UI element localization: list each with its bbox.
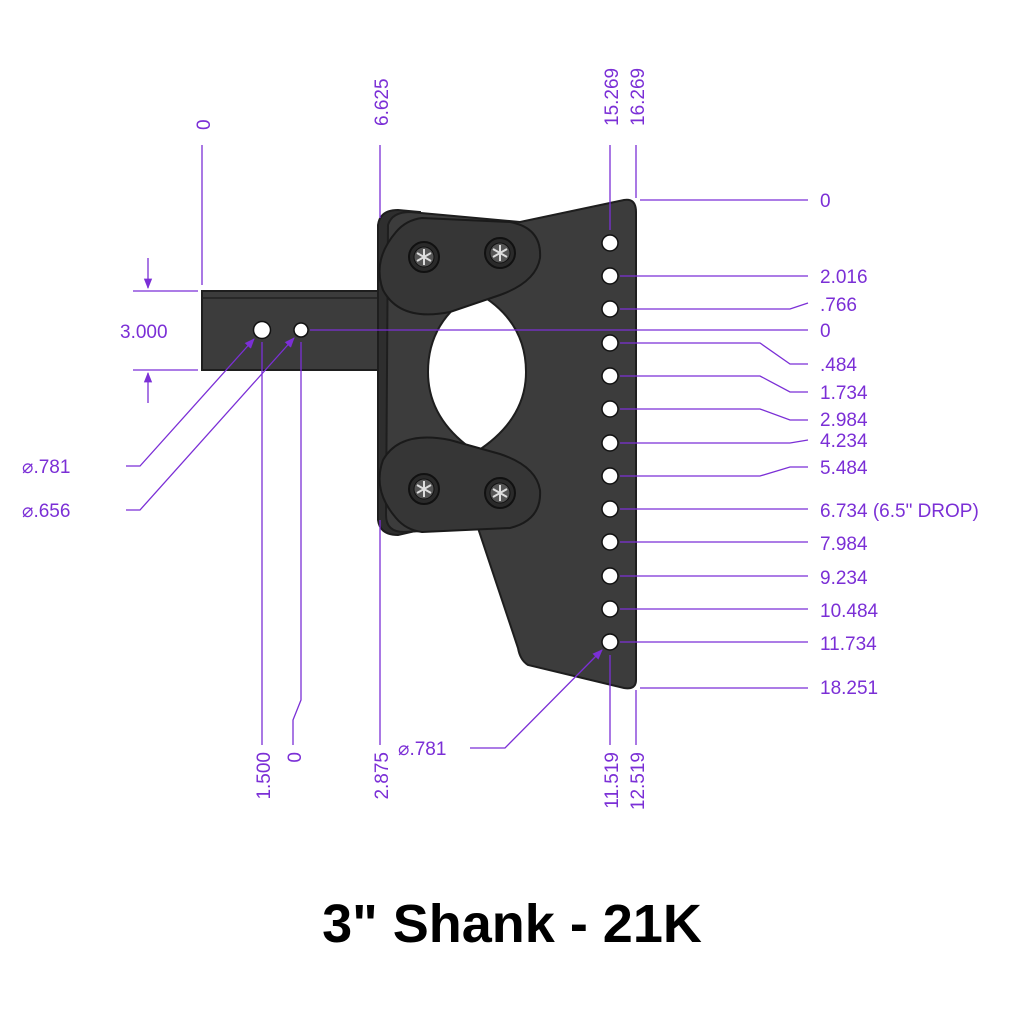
dim-right-r12: 10.484 xyxy=(820,601,879,622)
dim-right-r3: 0 xyxy=(820,321,831,342)
receiver-hole xyxy=(601,434,619,452)
dim-right-r13: 11.734 xyxy=(820,634,877,655)
receiver-hole xyxy=(601,367,619,385)
dim-right-r11: 9.234 xyxy=(820,568,868,589)
dim-dia-receiver: ⌀.781 xyxy=(398,739,446,760)
bolt-head-icon xyxy=(416,249,432,265)
leader-right-r5 xyxy=(620,375,808,393)
receiver-hole xyxy=(601,334,619,352)
dim-right-top: 0 xyxy=(820,191,831,212)
receiver-hole xyxy=(601,234,619,252)
receiver-hole xyxy=(601,267,619,285)
leader-right-r8 xyxy=(620,466,808,477)
receiver-hole xyxy=(601,467,619,485)
dim-right-r5: 1.734 xyxy=(820,383,868,404)
dim-bottom-hole-a: 1.500 xyxy=(254,752,275,800)
dim-right-r9: 6.734 (6.5" DROP) xyxy=(820,501,979,522)
shank-hole-small xyxy=(293,322,309,338)
bolt-bottom-left xyxy=(408,473,440,505)
leader-dia-781-receiver xyxy=(470,649,603,749)
dim-right-bottom: 18.251 xyxy=(820,678,878,699)
bolt-head-icon xyxy=(492,245,508,261)
leader-dia-656-shank xyxy=(126,337,295,511)
leader-dia-781-shank xyxy=(126,338,255,467)
bolt-head-icon xyxy=(492,485,508,501)
dim-right-r10: 7.984 xyxy=(820,534,868,555)
leader-right-r2 xyxy=(620,302,809,310)
bolt-top-left xyxy=(408,241,440,273)
dim-right-r6: 2.984 xyxy=(820,410,868,431)
leader-right-r4 xyxy=(620,342,808,365)
bolt-bottom-right xyxy=(484,477,516,509)
dim-bottom-plate-front: 2.875 xyxy=(372,752,393,800)
dim-right-r2: .766 xyxy=(820,295,857,316)
dim-dia-shank-small: ⌀.656 xyxy=(22,501,70,522)
shank-hole-large xyxy=(252,320,272,340)
dim-bottom-hole-col-a: 11.519 xyxy=(602,752,623,809)
dim-right-r8: 5.484 xyxy=(820,458,868,479)
page-title: 3" Shank - 21K xyxy=(322,894,702,954)
dim-right-r1: 2.016 xyxy=(820,267,868,288)
receiver-hole xyxy=(601,533,619,551)
dim-top-shank-ref: 0 xyxy=(194,119,215,130)
receiver-hole xyxy=(601,600,619,618)
leader-right-r7 xyxy=(620,439,809,444)
receiver-hole xyxy=(601,633,619,651)
ext-hole-b-bottom xyxy=(292,342,302,745)
receiver-hole xyxy=(601,300,619,318)
receiver-hole xyxy=(601,400,619,418)
dim-dia-shank-large: ⌀.781 xyxy=(22,457,70,478)
dim-bottom-hole-b: 0 xyxy=(285,752,306,763)
receiver-hole xyxy=(601,500,619,518)
dim-right-r7: 4.234 xyxy=(820,431,868,452)
receiver-hole xyxy=(601,567,619,585)
dim-top-plate-front: 6.625 xyxy=(372,78,393,126)
dim-top-hole-col-a: 15.269 xyxy=(602,68,623,126)
leader-right-r6 xyxy=(620,408,808,421)
dim-bottom-hole-col-b: 12.519 xyxy=(628,752,649,810)
dimension-labels: 0 6.625 15.269 16.269 1.500 0 2.875 11.5… xyxy=(22,68,979,810)
dim-right-r4: .484 xyxy=(820,355,857,376)
dim-shank-height: 3.000 xyxy=(120,322,168,343)
dim-top-hole-col-b: 16.269 xyxy=(628,68,649,126)
hitch-part xyxy=(201,198,637,690)
bolt-top-right xyxy=(484,237,516,269)
receiver-hole-column xyxy=(601,234,619,651)
dimension-lines xyxy=(126,145,809,749)
bolt-head-icon xyxy=(416,481,432,497)
